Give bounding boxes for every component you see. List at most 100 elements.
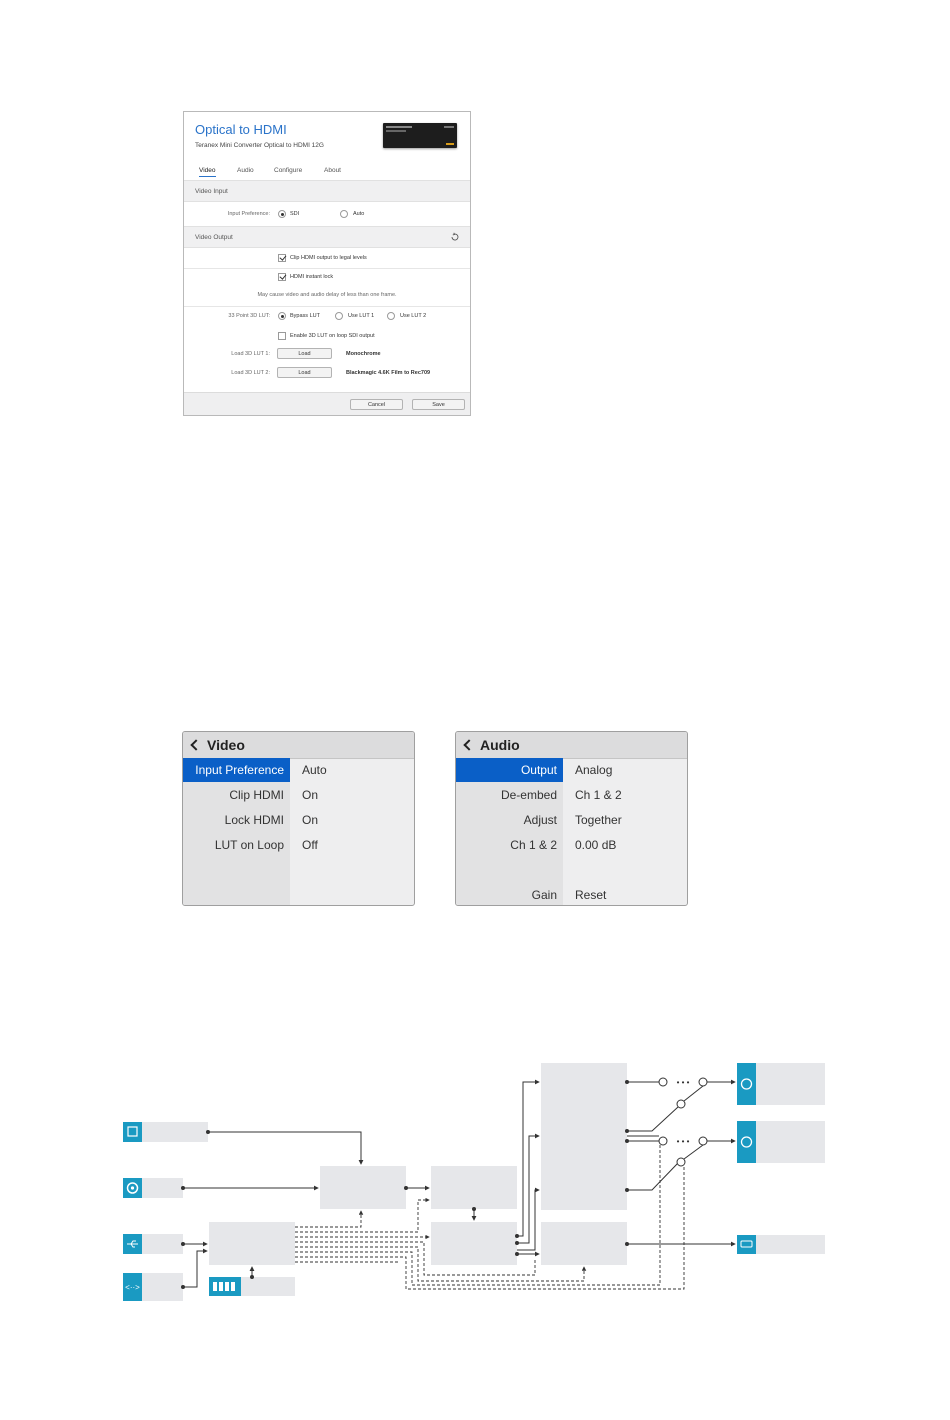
lcd-audio-row-value: Analog <box>575 763 613 777</box>
port-sdi <box>123 1178 183 1198</box>
lut2-value: Blackmagic 4.6K Film to Rec709 <box>346 370 431 376</box>
xlr-output-icon <box>740 1078 753 1090</box>
lock-note: May cause video and audio delay of less … <box>257 292 397 298</box>
tab-about[interactable]: About <box>324 167 341 174</box>
lut1-value: Monochrome <box>346 351 381 357</box>
lcd-audio-menu: Audio Output Analog De-embed Ch 1 & 2 Ad… <box>455 731 688 906</box>
audio-block <box>541 1063 627 1210</box>
lcd-video-row-key[interactable]: Input Preference <box>195 763 284 777</box>
input-select-block <box>320 1166 406 1209</box>
switch-ellipsis: • • • <box>677 1137 690 1146</box>
radio-use-lut2-label: Use LUT 2 <box>400 313 427 319</box>
reset-icon[interactable] <box>450 232 460 242</box>
radio-sdi[interactable] <box>278 210 286 218</box>
lcd-video-row-value: Off <box>302 838 318 852</box>
control-lines <box>295 1145 685 1290</box>
section-video-output-label: Video Output <box>195 234 233 241</box>
lcd-video-row-value: On <box>302 813 319 827</box>
lcd-video-row-key[interactable]: Clip HDMI <box>229 788 284 802</box>
lut-label: 33 Point 3D LUT: <box>228 313 270 319</box>
window-footer: Cancel Save <box>184 392 470 415</box>
input-preference-label: Input Preference: <box>227 211 270 217</box>
lcd-video-title: Video <box>207 737 245 753</box>
ethernet-port-icon: <··> <box>125 1283 140 1292</box>
xlr-output-icon <box>740 1136 753 1148</box>
section-video-input-label: Video Input <box>195 188 228 195</box>
lcd-audio-row-value: Reset <box>575 888 607 902</box>
signal-lines <box>183 1079 736 1288</box>
radio-sdi-label: SDI <box>290 211 300 217</box>
lcd-selection-highlight <box>183 758 290 782</box>
port-xlr-1 <box>737 1063 825 1105</box>
port-usb <box>123 1234 183 1254</box>
back-chevron-icon[interactable] <box>463 739 475 751</box>
audio-switches <box>658 1077 708 1167</box>
tab-audio[interactable]: Audio <box>237 167 254 174</box>
optical-port-icon <box>127 1126 138 1137</box>
loop-lut-label: Enable 3D LUT on loop SDI output <box>290 333 375 339</box>
tab-video[interactable]: Video <box>199 167 216 177</box>
section-video-input: Video Input <box>184 180 470 202</box>
lcd-audio-row-key[interactable]: Output <box>520 763 557 777</box>
window-title: Optical to HDMI <box>195 122 287 137</box>
lcd-audio-header[interactable]: Audio <box>456 732 687 759</box>
lcd-video-header[interactable]: Video <box>183 732 414 759</box>
save-button[interactable]: Save <box>412 399 465 410</box>
switch-ellipsis: • • • <box>677 1078 690 1087</box>
lcd-video-row-value: Auto <box>302 763 327 777</box>
hdmi-instant-lock-label: HDMI instant lock <box>290 274 334 280</box>
checkbox-loop-lut[interactable] <box>278 332 286 340</box>
lcd-audio-row-key[interactable]: Adjust <box>523 813 557 827</box>
load-lut2-label: Load 3D LUT 2: <box>231 370 270 376</box>
lcd-video-row-key[interactable]: Lock HDMI <box>224 813 284 827</box>
radio-use-lut2[interactable] <box>387 312 395 320</box>
divider <box>184 268 470 269</box>
lut-block <box>431 1166 517 1209</box>
lcd-selection-highlight <box>456 758 563 782</box>
radio-bypass-lut-label: Bypass LUT <box>290 313 320 319</box>
dip-switch-icon <box>213 1282 235 1291</box>
lcd-label-column <box>183 758 290 905</box>
lcd-audio-row-key[interactable]: Gain <box>531 888 557 902</box>
radio-auto-label: Auto <box>353 211 365 217</box>
clip-hdmi-label: Clip HDMI output to legal levels <box>290 255 367 261</box>
cancel-button[interactable]: Cancel <box>350 399 403 410</box>
lcd-audio-row-key[interactable]: Ch 1 & 2 <box>510 838 557 852</box>
tab-configure[interactable]: Configure <box>274 167 303 174</box>
lcd-video-row-value: On <box>302 788 319 802</box>
lcd-label-column <box>456 758 563 905</box>
radio-bypass-lut[interactable] <box>278 312 286 320</box>
section-video-output: Video Output <box>184 226 470 248</box>
radio-use-lut1-label: Use LUT 1 <box>348 313 375 319</box>
port-optical <box>123 1122 208 1142</box>
control-block <box>209 1222 295 1265</box>
port-xlr-2 <box>737 1121 825 1163</box>
lcd-audio-row-value: 0.00 dB <box>575 838 617 852</box>
port-ethernet: <··> <box>123 1273 183 1301</box>
device-thumbnail <box>383 123 457 148</box>
divider <box>184 306 470 307</box>
load-lut1-label: Load 3D LUT 1: <box>231 351 270 357</box>
lcd-video-row-key[interactable]: LUT on Loop <box>214 838 284 852</box>
back-chevron-icon[interactable] <box>190 739 202 751</box>
checkbox-hdmi-instant-lock[interactable] <box>278 273 286 281</box>
lcd-audio-title: Audio <box>480 737 520 753</box>
load-lut2-button[interactable]: Load <box>277 367 332 378</box>
signal-flow-diagram: <··> <box>123 1063 825 1301</box>
radio-auto[interactable] <box>340 210 348 218</box>
lcd-audio-row-value: Together <box>575 813 622 827</box>
port-hdmi <box>737 1235 825 1254</box>
lcd-video-menu: Video Input Preference Auto Clip HDMI On… <box>182 731 415 906</box>
hdmi-port-icon <box>740 1240 753 1248</box>
setup-window: Optical to HDMI Teranex Mini Converter O… <box>183 111 471 416</box>
load-lut1-button[interactable]: Load <box>277 348 332 359</box>
radio-use-lut1[interactable] <box>335 312 343 320</box>
dip-switch <box>209 1277 295 1296</box>
lcd-audio-row-key[interactable]: De-embed <box>500 788 557 802</box>
window-subtitle: Teranex Mini Converter Optical to HDMI 1… <box>195 142 324 149</box>
checkbox-clip-hdmi[interactable] <box>278 254 286 262</box>
sdi-port-icon <box>126 1182 139 1194</box>
connection-dots <box>181 1080 629 1289</box>
lcd-audio-row-value: Ch 1 & 2 <box>575 788 622 802</box>
output-block <box>541 1222 627 1265</box>
